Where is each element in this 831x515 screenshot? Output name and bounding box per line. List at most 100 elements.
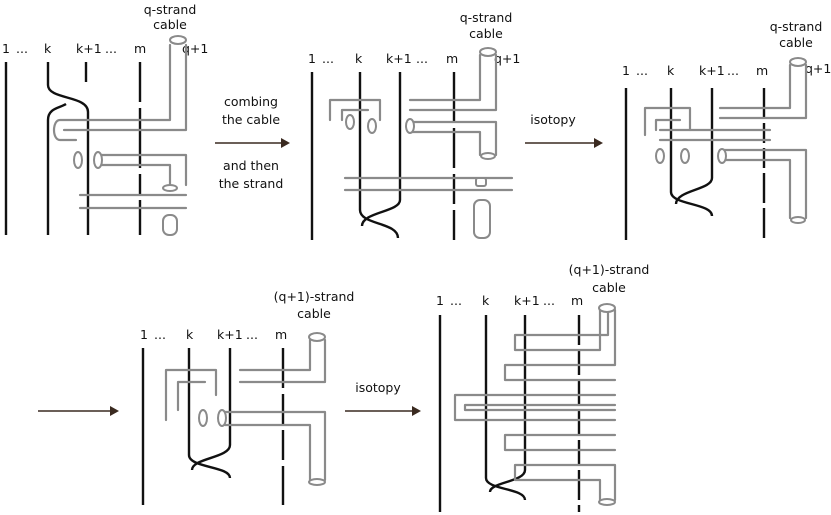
strand-label-1: 1 [622,63,630,78]
cable-bottom-end [162,184,178,192]
cable-label-line-2: cable [469,26,503,41]
cable-label-line-2: cable [297,306,331,321]
cable-lower [718,148,808,220]
panel-3: 1 ... k k+1 ... m q+1 q-strand cable [622,19,831,240]
cable-top-end [598,303,616,313]
arrow-1-label-1: combing [224,94,278,109]
strand-label-dots-2: ... [727,63,739,78]
strand-k [669,88,714,217]
strand-label-dots-2: ... [105,41,117,56]
strand-label-m: m [571,293,583,308]
strand-label-1: 1 [2,41,10,56]
arrow-1-label-2: the cable [222,112,280,127]
cable-bottom-end [480,152,496,160]
arrow-1: combing the cable and then the strand [215,94,290,191]
arrow-3 [38,406,119,416]
cable-label-line-1: q-strand [144,2,197,17]
cable-mid-end [93,151,103,169]
cable-label-line-1: (q+1)-strand [274,289,355,304]
cable-end-c [405,118,415,134]
strand-label-k1: k+1 [514,293,540,308]
cable-middle [658,128,772,142]
cable-label-line-2: cable [153,17,187,32]
strand-label-k: k [482,293,490,308]
strand-label-m: m [134,41,146,56]
cable-stub [162,214,178,236]
strand-label-k: k [186,327,194,342]
strand-k1 [360,72,402,227]
strand-label-m: m [756,63,768,78]
strand-label-k1: k+1 [76,41,102,56]
cable-bottom-end [598,498,616,506]
strand-k1 [488,315,527,493]
cable-path-lower-inner [94,163,172,187]
strand-label-1: 1 [308,51,316,66]
panel-4: 1 ... k k+1 ... m (q+1)-strand cable [140,289,354,505]
strand-label-k: k [44,41,52,56]
strand-label-q1: q+1 [805,61,831,76]
cable-end-a [345,114,355,130]
strand-label-1: 1 [436,293,444,308]
strand-label-dots-2: ... [246,327,258,342]
arrow-2: isotopy [525,112,603,148]
cable-end-a [655,148,665,164]
panel-5: 1 ... k k+1 ... m (q+1)-strand cable [436,262,649,512]
strand-label-k1: k+1 [217,327,243,342]
strand-k1 [674,88,714,205]
cable-stub [473,199,491,239]
arrow-4-head [412,406,421,416]
cable-hook-1 [328,98,382,122]
strand-label-dots-1: ... [450,293,462,308]
cable-path-bottom [78,193,188,210]
strand-label-dots-2: ... [416,51,428,66]
cable-end-b [680,148,690,164]
arrow-4: isotopy [345,380,421,416]
cable-top-loop [513,308,610,352]
strand-label-dots-1: ... [16,41,28,56]
cable-end-b [217,409,227,427]
cable-upper [238,338,327,384]
cable-label-line-1: (q+1)-strand [569,262,650,277]
cable-end-b [367,118,377,134]
cable-label-line-2: cable [779,35,813,50]
cable-bottom-end [308,478,326,486]
arrow-3-head [110,406,119,416]
cable-label-line-2: cable [592,280,626,295]
strand-k1 [190,348,232,471]
cable-upper [718,63,808,120]
cable-path-lower [94,153,188,187]
cable-loop-3 [453,393,617,422]
cable-end-c [717,148,727,164]
cable-small-box [475,177,487,187]
cable-top-end [789,57,807,67]
strand-k1-bottom [46,102,67,235]
cable-loop-2 [503,308,617,382]
strand-label-dots-1: ... [636,63,648,78]
cable-top-end [308,332,326,342]
arrow-2-label: isotopy [530,112,576,127]
strand-k [358,72,400,239]
cable-hook-outer [164,368,218,422]
cable-bottom-end [790,216,806,224]
panel-2: 1 ... k k+1 ... m q+1 q-strand cable [308,10,520,240]
cable-bottom-loop [513,463,617,502]
cable-label-line-1: q-strand [460,10,513,25]
cable-path-inner [62,43,188,132]
cable-path-outer [52,43,172,142]
cable-upper [408,53,498,112]
arrow-1-head [281,138,290,148]
strand-label-dots-2: ... [543,293,555,308]
strand-k [46,62,90,235]
strand-label-m: m [275,327,287,342]
cable-label-line-1: q-strand [770,19,823,34]
strand-label-q1: q+1 [494,51,520,66]
strand-k [187,348,232,479]
cable-hook-outer [643,106,692,137]
cable-lower [223,410,327,482]
cable-left-end [73,151,83,169]
strand-label-m: m [446,51,458,66]
strand-k [484,315,527,501]
strand-label-dots-1: ... [322,51,334,66]
arrow-4-label: isotopy [355,380,401,395]
